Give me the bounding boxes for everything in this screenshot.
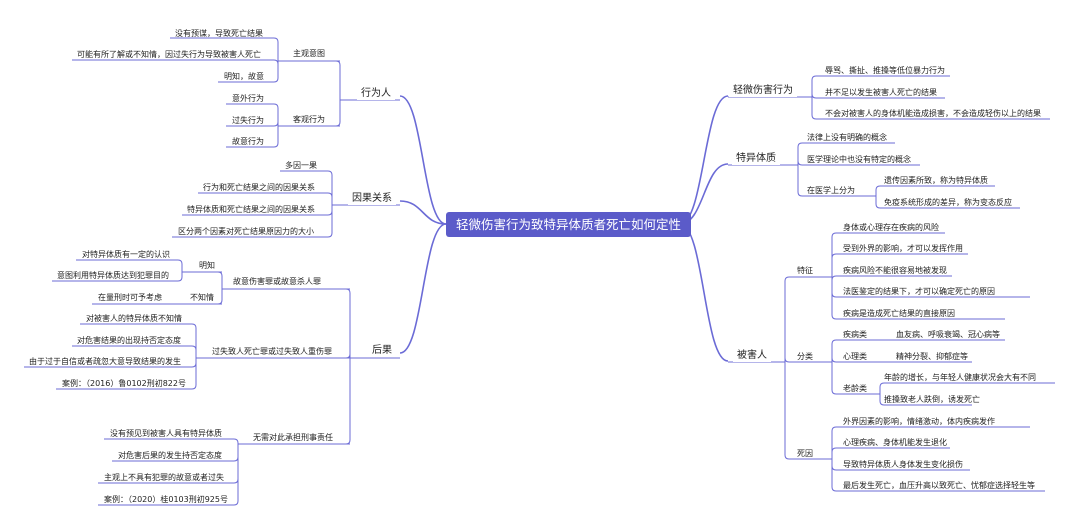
edge-central-actor	[399, 95, 447, 225]
minor-item-3[interactable]: 不会对被害人的身体机能造成损害，不会造成轻伤以上的结果	[825, 109, 1041, 118]
intentional-knowing[interactable]: 明知	[199, 261, 215, 270]
edge-special-2	[780, 164, 870, 197]
edge-none-3	[98, 443, 246, 506]
none-item-1[interactable]: 没有预见到被害人具有特异体质	[110, 429, 222, 438]
features-item-3[interactable]: 疾病风险不能很容易地被发现	[843, 266, 947, 275]
causation-item-3[interactable]: 特异体质和死亡结果之间的因果关系	[187, 205, 315, 214]
actor-objective-item-2[interactable]: 过失行为	[232, 116, 264, 125]
medical-item-2[interactable]: 免疫系统形成的差异，称为变态反应	[884, 198, 1012, 207]
class-mental[interactable]: 心理类	[843, 352, 867, 361]
edge-victim-2	[770, 361, 825, 460]
edge-causation-3	[172, 204, 342, 238]
edge-cause-3	[825, 458, 1045, 492]
consequence-none[interactable]: 无需对此承担刑事责任	[253, 433, 333, 442]
class-elderly[interactable]: 老龄类	[843, 384, 867, 393]
features-item-2[interactable]: 受到外界的影响，才可以发挥作用	[843, 244, 963, 253]
topic-consequence[interactable]: 后果	[368, 345, 396, 357]
intentional-unknowing[interactable]: 不知情	[190, 293, 214, 302]
actor-objective-item-3[interactable]: 故意行为	[232, 137, 264, 146]
minor-item-1[interactable]: 辱骂、撕扯、推搡等低位暴力行为	[825, 66, 945, 75]
edge-features-4	[825, 276, 1005, 320]
class-mental-item[interactable]: 精神分裂、抑郁症等	[896, 352, 968, 361]
central-topic[interactable]: 轻微伤害行为致特异体质者死亡如何定性	[446, 212, 692, 237]
edge-central-causation	[399, 200, 447, 225]
edge-intentional-0	[190, 271, 226, 290]
features-item-1[interactable]: 身体或心理存在疾病的风险	[843, 223, 939, 232]
causation-item-1[interactable]: 多因一果	[285, 161, 317, 170]
edge-victim-0	[770, 276, 825, 363]
actor-subjective-item-3[interactable]: 明知，故意	[224, 72, 264, 81]
negligent-item-1[interactable]: 对被害人的特异体质不知情	[86, 314, 182, 323]
special-item-2[interactable]: 医学理论中也没有特定的概念	[807, 155, 911, 164]
topic-victim[interactable]: 被害人	[733, 350, 771, 362]
consequence-intentional[interactable]: 故意伤害罪或故意杀人罪	[233, 277, 321, 286]
topic-special-constitution[interactable]: 特异体质	[732, 153, 780, 165]
edge-central-minor	[679, 95, 729, 225]
edge-actor-0	[284, 60, 350, 101]
cause-item-2[interactable]: 心理疾病、身体机能发生退化	[843, 438, 947, 447]
edge-medical-0	[870, 185, 995, 197]
negligent-item-4[interactable]: 案例：（2016）鲁0102刑初822号	[62, 379, 186, 388]
edge-objective-2	[226, 125, 284, 148]
class-disease-item[interactable]: 血友病、呼吸衰竭、冠心病等	[896, 330, 1000, 339]
consequence-negligent[interactable]: 过失致人死亡罪或过失致人重伤罪	[212, 347, 332, 356]
victim-features[interactable]: 特征	[797, 266, 813, 275]
edge-minor-2	[795, 96, 1050, 120]
topic-minor-harm[interactable]: 轻微伤害行为	[729, 85, 797, 97]
knowing-item-2[interactable]: 意图利用特异体质达到犯罪目的	[57, 271, 169, 280]
negligent-item-2[interactable]: 对危害结果的出现持否定态度	[77, 336, 181, 345]
actor-subjective-item-2[interactable]: 可能有所了解或不知情，因过失行为导致被害人死亡	[77, 50, 261, 59]
cause-item-1[interactable]: 外界因素的影响，情绪激动，体内疾病发作	[843, 417, 995, 426]
elderly-item-2[interactable]: 推搡致老人跌倒，诱发死亡	[884, 395, 980, 404]
unknowing-item-1[interactable]: 在量刑时可予考虑	[98, 293, 162, 302]
elderly-item-1[interactable]: 年龄的增长，与年轻人健康状况会大有不同	[884, 373, 1036, 382]
cause-item-4[interactable]: 最后发生死亡，血压升高以致死亡、忧郁症选择轻生等	[843, 481, 1035, 490]
special-item-1[interactable]: 法律上没有明确的概念	[807, 133, 887, 142]
none-item-4[interactable]: 案例：（2020）桂0103刑初925号	[104, 495, 228, 504]
minor-item-2[interactable]: 并不足以发生被害人死亡的结果	[825, 88, 937, 97]
edge-central-victim	[679, 223, 729, 362]
edge-elderly-0	[875, 382, 1055, 395]
actor-subjective[interactable]: 主观意图	[293, 49, 325, 58]
causation-item-4[interactable]: 区分两个因素对死亡结果原因力的大小	[178, 227, 314, 236]
edge-negligent-3	[56, 357, 206, 390]
actor-objective-item-1[interactable]: 意外行为	[232, 94, 264, 103]
features-item-4[interactable]: 法医鉴定的结果下，才可以确定死亡的原因	[843, 287, 995, 296]
cause-item-3[interactable]: 导致特异体质人身体发生变化损伤	[843, 460, 963, 469]
victim-cause[interactable]: 死因	[797, 449, 813, 458]
actor-objective[interactable]: 客观行为	[293, 115, 325, 124]
victim-classification[interactable]: 分类	[797, 352, 813, 361]
causation-item-2[interactable]: 行为和死亡结果之间的因果关系	[203, 183, 315, 192]
none-item-3[interactable]: 主观上不具有犯罪的故意或者过失	[104, 473, 224, 482]
edge-elderly-1	[875, 393, 972, 406]
actor-subjective-item-1[interactable]: 没有预谋，导致死亡结果	[175, 29, 263, 38]
edge-knowing-1	[52, 271, 190, 282]
edge-subjective-2	[218, 60, 284, 83]
knowing-item-1[interactable]: 对特异体质有一定的认识	[82, 250, 170, 259]
edge-central-consequence	[399, 223, 447, 354]
edge-medical-1	[870, 195, 1020, 209]
class-disease[interactable]: 疾病类	[843, 330, 867, 339]
negligent-item-3[interactable]: 由于过于自信或者疏忽大意导致结果的发生	[29, 357, 181, 366]
edge-cause-1	[825, 447, 950, 460]
topic-actor[interactable]: 行为人	[357, 88, 395, 100]
edge-classification-2	[825, 361, 875, 395]
none-item-2[interactable]: 对危害后果的发生持否定态度	[118, 451, 222, 460]
special-medical[interactable]: 在医学上分为	[807, 186, 855, 195]
topic-causation[interactable]: 因果关系	[348, 193, 396, 205]
features-item-5[interactable]: 疾病是造成死亡结果的直接原因	[843, 309, 955, 318]
medical-item-1[interactable]: 遗传因素所致，称为特异体质	[884, 176, 988, 185]
